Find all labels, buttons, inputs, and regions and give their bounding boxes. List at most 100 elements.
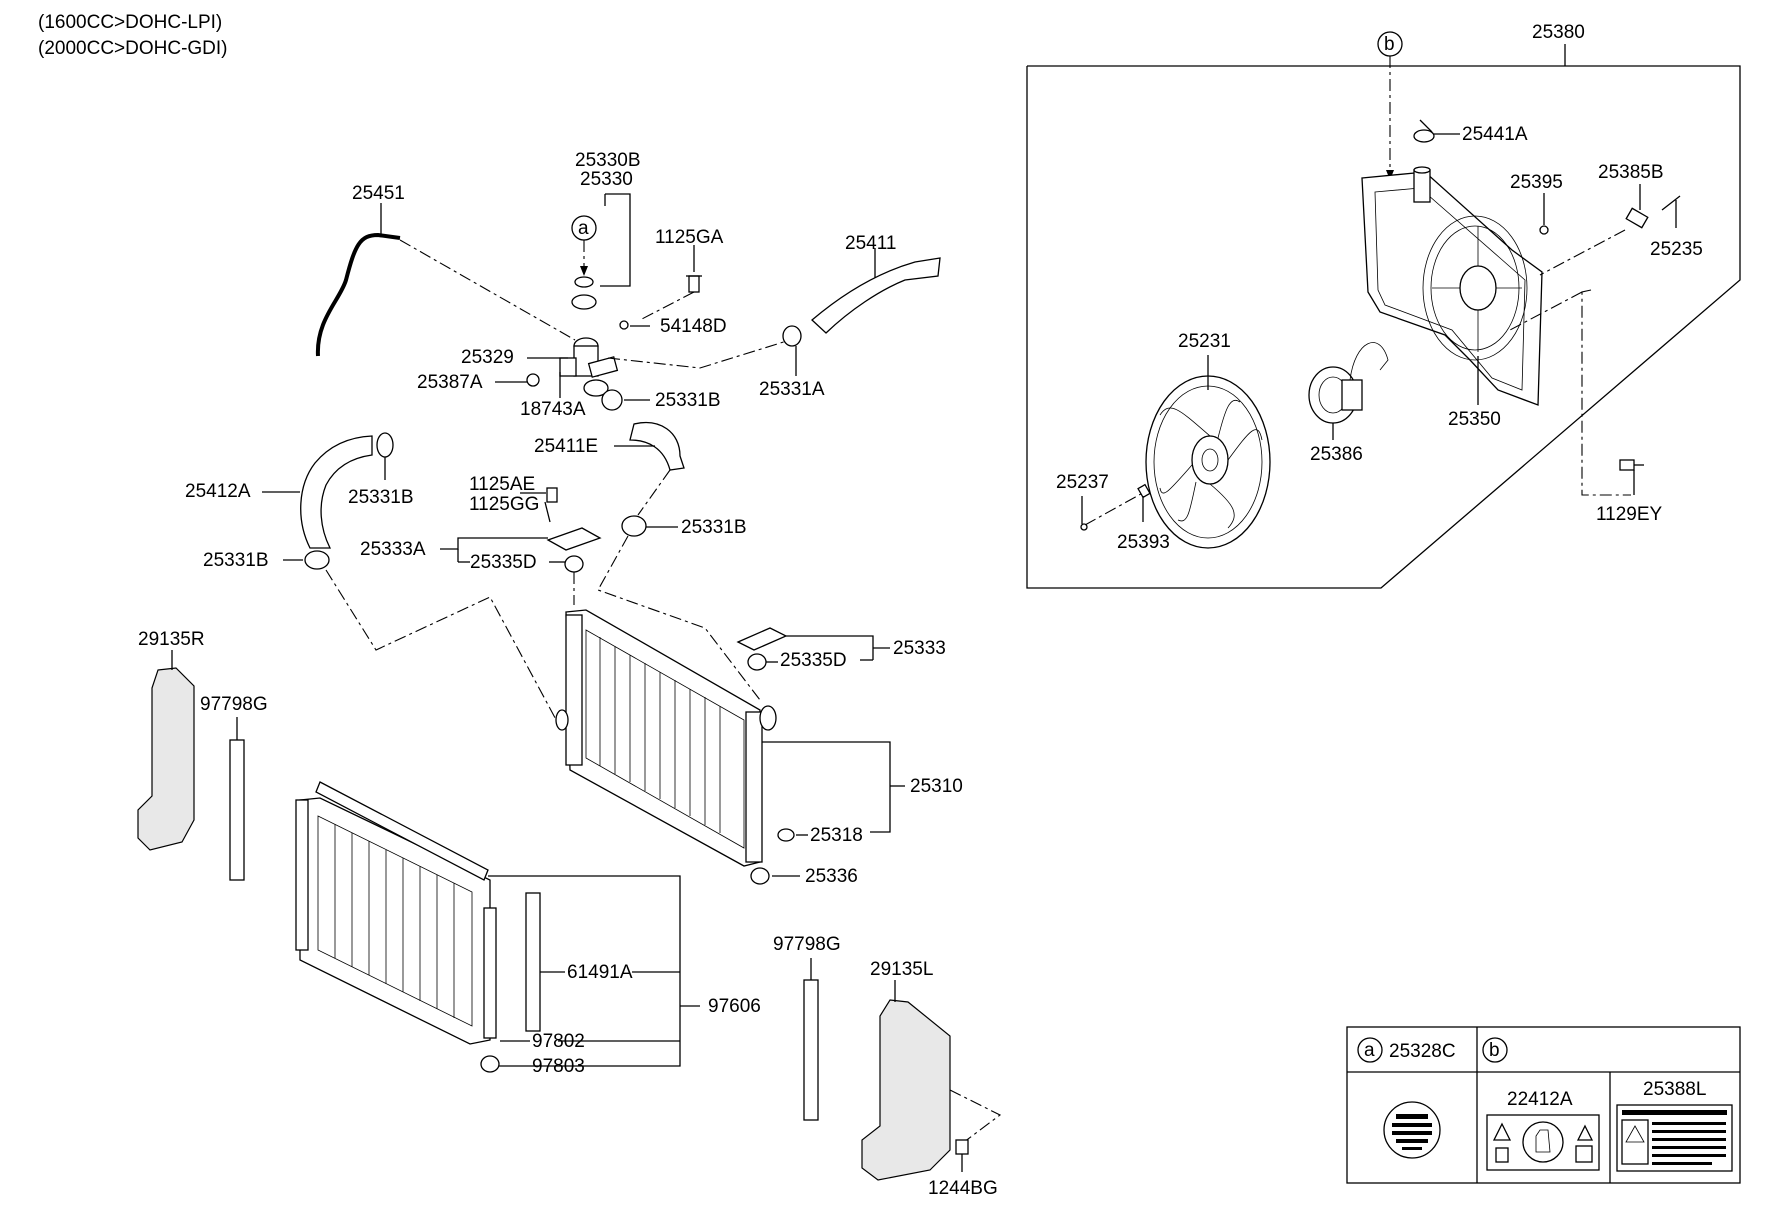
sticker-22412A [1486,1114,1600,1171]
radiator-25310[interactable] [555,609,777,867]
seal-97798G-b[interactable] [803,979,819,1121]
legend-b-letter: b [1489,1040,1500,1061]
mount-97803[interactable] [480,1055,500,1073]
label-97798G-a[interactable]: 97798G [200,694,268,715]
legend-table: a 25328C b 22412A 25388L [1346,1026,1741,1184]
drain-plug-25318[interactable] [777,828,795,842]
air-guard-29135L[interactable] [861,999,951,1181]
mount-25335D-a[interactable] [564,555,584,573]
label-25237[interactable]: 25237 [1056,472,1109,493]
label-25380[interactable]: 25380 [1532,22,1585,43]
sticker-25328C [1383,1101,1441,1159]
label-25412A[interactable]: 25412A [185,481,251,502]
label-1244BG[interactable]: 1244BG [928,1178,998,1199]
engine-note-line-2: (2000CC>DOHC-GDI) [38,38,228,59]
resistor-25385B[interactable] [1625,207,1649,229]
clamp-25331B-c[interactable] [304,550,330,570]
bolt-1125GA[interactable] [688,275,700,293]
label-18743A[interactable]: 18743A [520,399,586,420]
label-25329[interactable]: 25329 [461,347,514,368]
bolt-1244BG[interactable] [955,1139,969,1155]
hose-25412A[interactable] [300,435,373,549]
label-25310[interactable]: 25310 [910,776,963,797]
sticker-25388L [1616,1104,1733,1172]
bolt-25395[interactable] [1539,225,1549,235]
label-25441A[interactable]: 25441A [1462,124,1528,145]
label-25393[interactable]: 25393 [1117,532,1170,553]
mount-25335D-b[interactable] [747,653,767,671]
label-25395[interactable]: 25395 [1510,172,1563,193]
air-guard-29135R[interactable] [137,667,195,851]
legend-b-part2[interactable]: 25388L [1643,1079,1706,1100]
label-25387A[interactable]: 25387A [417,372,483,393]
label-29135L[interactable]: 29135L [870,959,933,980]
label-25331B-b[interactable]: 25331B [348,487,414,508]
hose-25451[interactable] [315,232,401,357]
label-25331A[interactable]: 25331A [759,379,825,400]
hose-25411E[interactable] [629,422,685,471]
fan-assembly-group: 25380 b 25441A 25395 25385B [1026,22,1741,589]
label-97606[interactable]: 97606 [708,996,761,1017]
label-29135R[interactable]: 29135R [138,629,205,650]
hose-25411[interactable] [811,257,941,334]
label-25335D-b[interactable]: 25335D [780,650,847,671]
label-25386[interactable]: 25386 [1310,444,1363,465]
label-97802[interactable]: 97802 [532,1031,585,1052]
clamp-25331B-d[interactable] [621,515,647,537]
label-25350[interactable]: 25350 [1448,409,1501,430]
label-97803[interactable]: 97803 [532,1056,585,1077]
label-25231[interactable]: 25231 [1178,331,1231,352]
label-25235[interactable]: 25235 [1650,239,1703,260]
upper-hose-group: 25451 25330B 25330 a 25329 25387A 18743A [185,150,941,728]
label-25318[interactable]: 25318 [810,825,863,846]
bolt-1129EY[interactable] [1619,459,1635,471]
fan-shroud-25350[interactable] [1361,166,1543,406]
seal-97798G-a[interactable] [229,739,245,881]
label-61491A[interactable]: 61491A [567,962,633,983]
legend-a-part[interactable]: 25328C [1389,1041,1456,1062]
label-1125AE[interactable]: 1125AE [469,474,535,495]
clamp-25331A[interactable] [782,325,802,347]
fan-blade-25231[interactable] [1145,375,1271,549]
label-25333[interactable]: 25333 [893,638,946,659]
bolt-25387A[interactable] [526,373,540,387]
cap-25441A[interactable] [1413,129,1435,143]
condenser-97606[interactable] [295,781,497,1045]
fan-motor-25386[interactable] [1308,342,1389,424]
label-25331B-a[interactable]: 25331B [655,390,721,411]
bolt-1125AE[interactable] [546,487,558,503]
bracket-25333A[interactable] [546,527,602,551]
label-25385B[interactable]: 25385B [1598,162,1664,183]
callout-b: b [1384,34,1395,55]
legend-a-letter: a [1364,1040,1375,1061]
label-1125GA[interactable]: 1125GA [655,227,724,248]
nut-25237[interactable] [1080,523,1088,531]
plug-54148D[interactable] [619,320,629,330]
engine-note-line-1: (1600CC>DOHC-LPI) [38,12,223,33]
label-25331B-d[interactable]: 25331B [681,517,747,538]
label-25335D-a[interactable]: 25335D [470,552,537,573]
label-25330B[interactable]: 25330B [575,150,641,171]
label-25411E[interactable]: 25411E [534,436,598,457]
label-97798G-b[interactable]: 97798G [773,934,841,955]
label-25411[interactable]: 25411 [845,233,896,254]
label-1129EY[interactable]: 1129EY [1596,504,1663,525]
clamp-25331B-a[interactable] [601,389,623,411]
label-54148D[interactable]: 54148D [660,316,727,337]
callout-a: a [578,218,589,239]
legend-b-part1[interactable]: 22412A [1507,1089,1573,1110]
label-1125GG[interactable]: 1125GG [469,494,539,515]
label-25330[interactable]: 25330 [580,169,633,190]
bracket-25333[interactable] [736,627,788,651]
label-25331B-c[interactable]: 25331B [203,550,269,571]
mount-25336[interactable] [750,867,770,885]
housing-25329[interactable] [559,337,619,397]
clamp-25331B-b[interactable] [376,432,394,458]
label-25336[interactable]: 25336 [805,866,858,887]
cap-25330[interactable] [571,294,597,310]
seal-61491A[interactable] [525,892,541,1032]
washer-25393[interactable] [1137,483,1151,499]
label-25333A[interactable]: 25333A [360,539,426,560]
label-25451[interactable]: 25451 [352,183,405,204]
